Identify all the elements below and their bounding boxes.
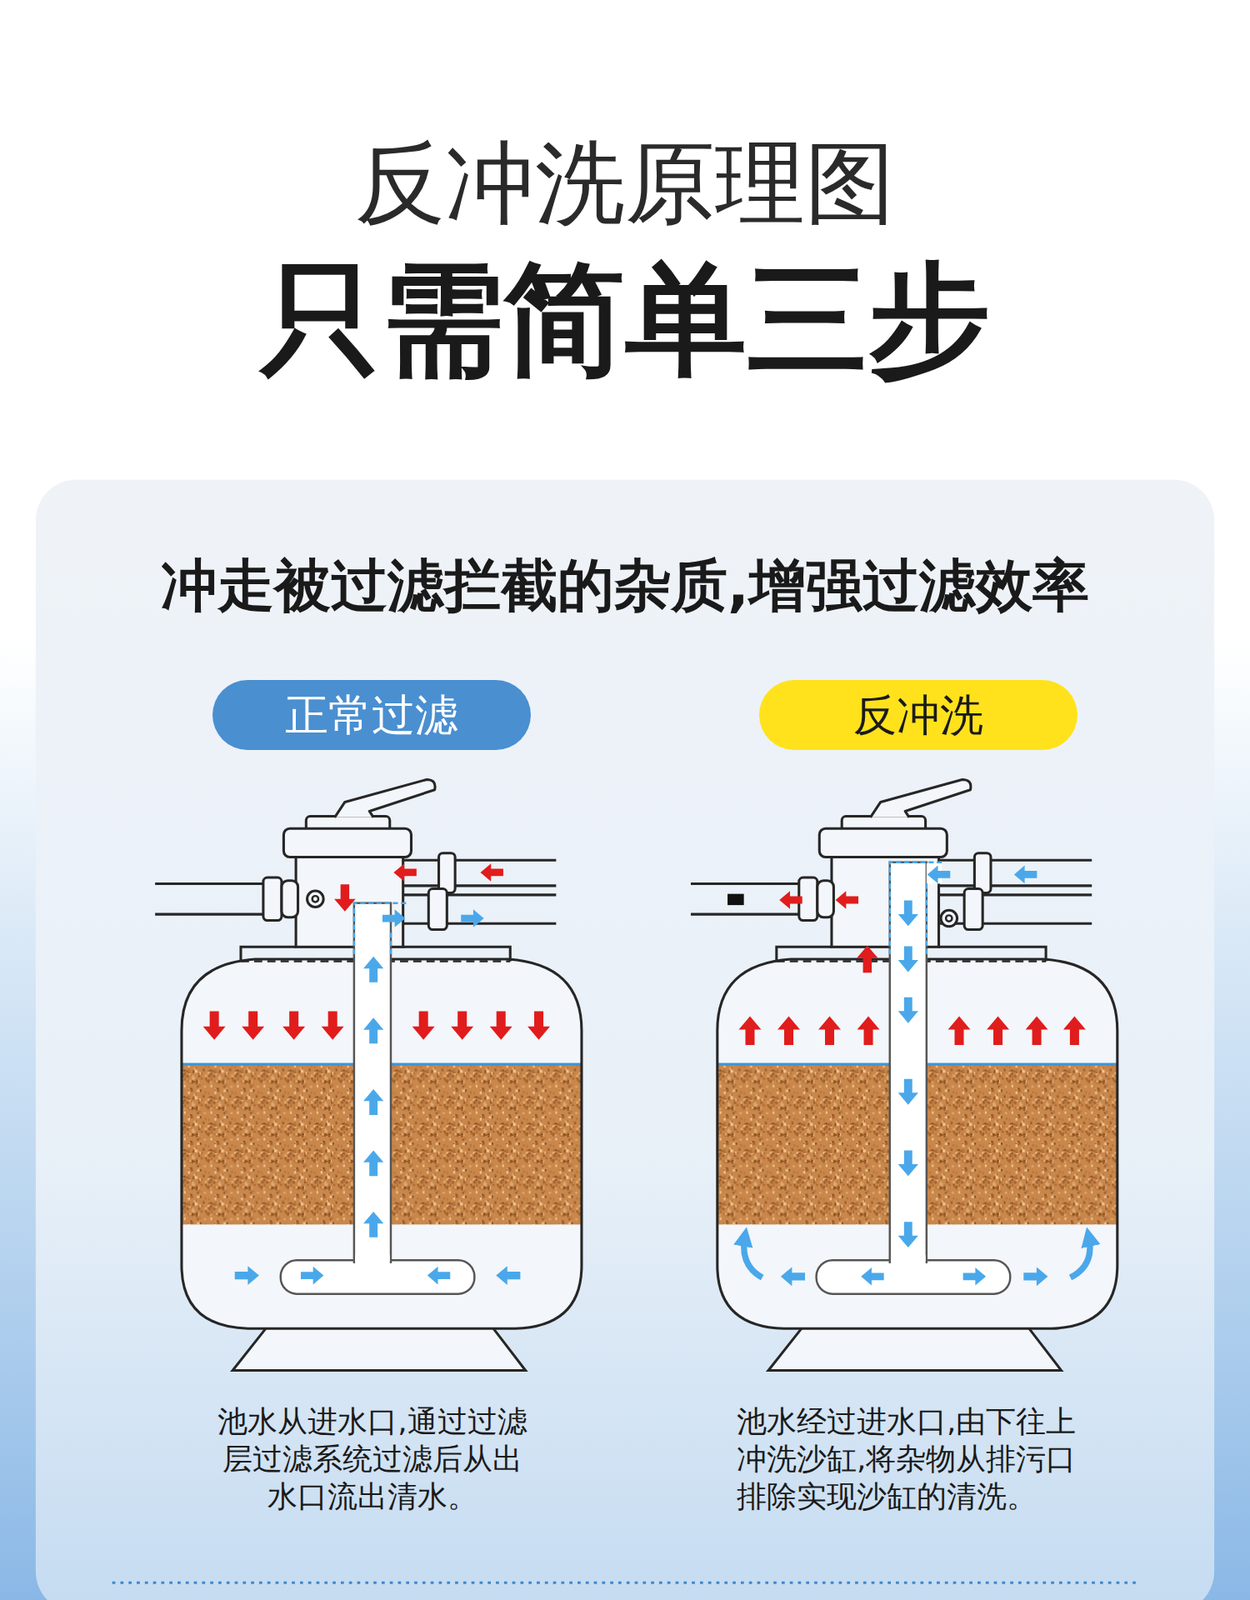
flow-arrow	[835, 890, 859, 910]
valve-handle	[870, 780, 970, 818]
pipe-union	[281, 880, 299, 918]
screw	[307, 890, 325, 908]
flow-arrow	[235, 1265, 260, 1285]
caption-text: 池水经过进水口,由下往上冲洗沙缸,将杂物从排污口排除实现沙缸的清洗。	[736, 1402, 1095, 1515]
flow-arrow	[948, 1016, 971, 1045]
flow-arrow	[1063, 1016, 1086, 1045]
flow-arrow	[363, 1089, 384, 1115]
pipe-ring	[964, 889, 983, 930]
valve-cap	[283, 828, 411, 857]
flow-arrow	[898, 1150, 919, 1176]
valve-cap	[819, 828, 947, 857]
flow-arrow	[334, 884, 356, 912]
flow-arrow	[321, 1010, 345, 1040]
flow-arrow	[495, 1265, 520, 1285]
flow-arrow	[363, 956, 384, 983]
flow-arrow	[963, 1267, 986, 1286]
flow-arrow	[393, 863, 416, 882]
flow-arrow	[480, 863, 503, 882]
card-panel	[35, 480, 1215, 1600]
section-heading: 冲走被过滤拦截的杂质,增强过滤效率	[0, 550, 1250, 621]
pipe-union	[817, 880, 835, 918]
flow-arrow	[860, 1267, 884, 1286]
flow-arrow	[779, 890, 802, 910]
flow-arrow	[241, 1010, 265, 1040]
screw	[945, 915, 952, 921]
flow-arrow	[490, 1010, 513, 1040]
backwash-tank	[690, 780, 1128, 1371]
center-pipe	[890, 862, 927, 1263]
flow-arrow	[450, 1010, 474, 1040]
inlet-outlet-pipes	[403, 860, 557, 924]
flow-arrow	[412, 1010, 435, 1040]
flow-arrow	[363, 1150, 384, 1176]
flow-arrow	[1023, 1266, 1048, 1286]
title: 反冲洗原理图	[0, 125, 1250, 242]
flow-arrow	[898, 900, 919, 926]
flow-arrow	[818, 1016, 841, 1045]
flow-arrow	[898, 997, 919, 1024]
flow-arrow	[203, 1010, 226, 1040]
flow-arrow	[282, 1010, 305, 1040]
flow-arrow	[898, 946, 919, 973]
caption-text: 池水从进水口,通过过滤层过滤系统过滤后从出水口流出清水。	[211, 1402, 534, 1515]
flow-arrow	[739, 1016, 762, 1045]
flow-arrow	[527, 1010, 550, 1040]
pill-label: 正常过滤	[285, 689, 459, 741]
flow-arrow	[927, 865, 950, 885]
flow-arrow	[777, 1016, 800, 1045]
inlet-outlet-pipes	[939, 860, 1093, 924]
valve-handle	[335, 780, 435, 818]
filter-tank	[155, 780, 592, 1371]
dotted-divider	[112, 1581, 1139, 1585]
pipe-ring	[263, 877, 282, 920]
mode-pill: 反冲洗	[759, 680, 1078, 750]
flow-path	[354, 903, 406, 955]
flow-arrow	[744, 1236, 763, 1278]
flow-arrow	[1014, 865, 1037, 885]
flow-arrow	[780, 1266, 805, 1286]
flow-arrow	[986, 1016, 1010, 1045]
flow-arrow	[382, 909, 405, 928]
flow-arrow	[363, 1211, 384, 1238]
flow-arrow	[427, 1266, 450, 1285]
flow-arrow	[1070, 1236, 1090, 1278]
waste-pipe	[155, 883, 268, 915]
flow-arrow	[363, 1017, 384, 1044]
screw	[312, 895, 319, 902]
flow-arrow	[898, 1221, 919, 1248]
pipe-ring	[974, 853, 991, 894]
waste-pipe	[690, 883, 804, 915]
pipe-ring	[439, 853, 456, 894]
pipe-ring	[428, 889, 447, 930]
pill-label: 反冲洗	[853, 689, 984, 741]
mode-pill: 正常过滤	[212, 680, 531, 750]
flow-arrow	[460, 909, 484, 928]
flow-arrow	[857, 1016, 880, 1045]
flow-arrow	[300, 1266, 324, 1285]
flow-arrow	[856, 945, 879, 974]
screw	[940, 910, 958, 927]
flow-arrow	[898, 1079, 919, 1105]
pipe-cap	[727, 894, 745, 905]
flow-arrow	[1025, 1016, 1049, 1045]
center-pipe	[354, 903, 391, 1263]
subtitle: 只需简单三步	[0, 246, 1250, 393]
